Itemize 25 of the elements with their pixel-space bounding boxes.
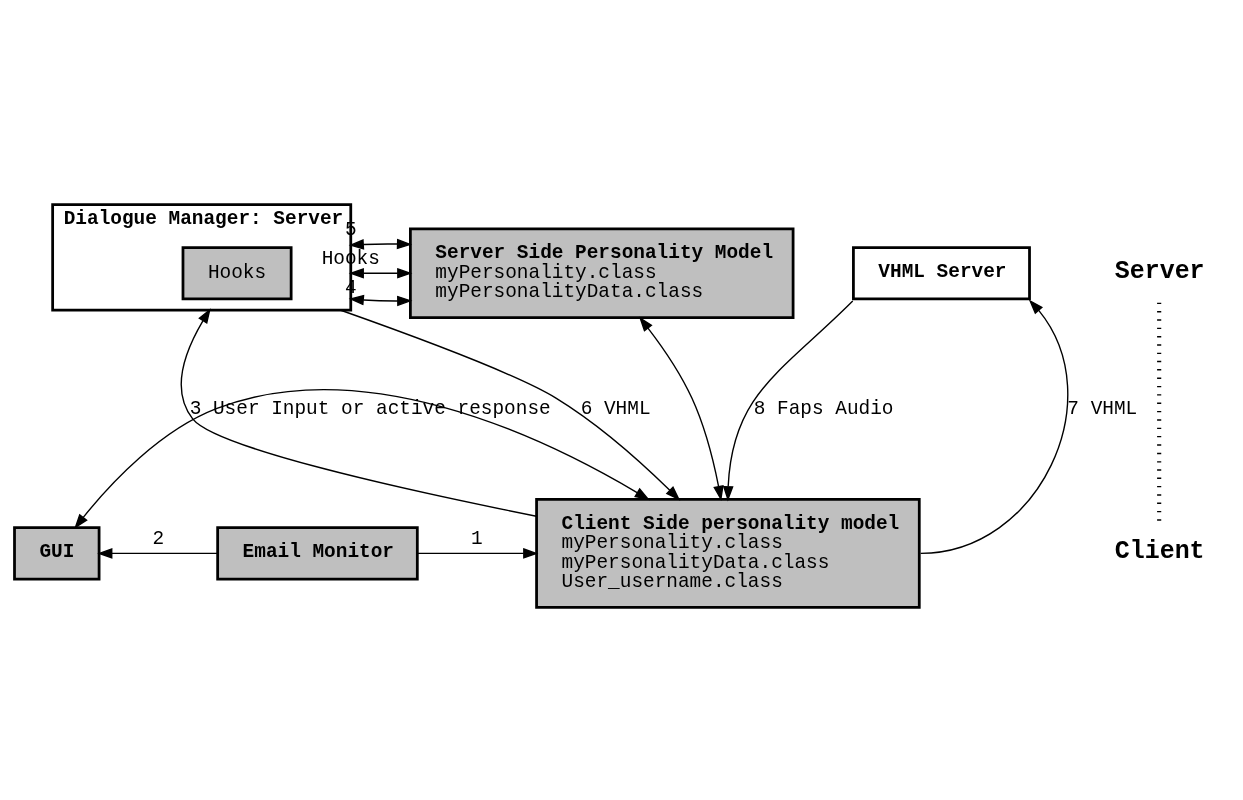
label: Server [1114, 256, 1205, 285]
node-box: Hooks [181, 245, 293, 300]
arrow [180, 307, 538, 517]
arrow [919, 298, 1069, 554]
edge-label: 7 VHML [1067, 397, 1138, 420]
arrow [722, 299, 854, 501]
edge-label: 8 Faps Audio [753, 397, 894, 420]
node-box: Email Monitor [216, 525, 419, 580]
node-box: GUI [13, 525, 101, 580]
arrow [416, 547, 539, 559]
arrow [339, 308, 681, 501]
edge-label: 6 VHML [580, 397, 651, 420]
label: Client [1114, 536, 1205, 565]
edge-label: 3 User Input or active response [189, 397, 551, 420]
edge-label: 1 [471, 527, 483, 550]
arrow [74, 388, 650, 529]
arrow [638, 316, 724, 501]
node-box: VHML Server [852, 245, 1031, 300]
arrow [348, 267, 413, 279]
edge-label: 2 [152, 527, 165, 550]
node-box: Client Side personality model myPersonality.class myPersonalityData.class User_username.class [535, 497, 921, 609]
arrow [348, 238, 413, 250]
node-box: Server Side Personality Model myPersonality.class myPersonalityData.class [409, 227, 795, 319]
arrow [348, 294, 413, 306]
arrow [97, 547, 219, 559]
